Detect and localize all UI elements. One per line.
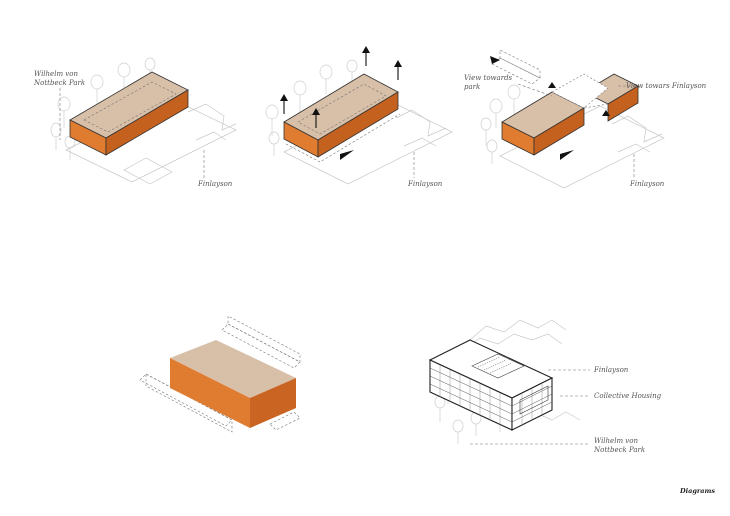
building-volume — [501, 73, 639, 156]
park-label-line2: Nottbeck Park — [33, 79, 85, 87]
building-volume — [283, 73, 401, 163]
view-park-label-line1: View towards — [464, 74, 513, 82]
park-label-line1: Wilhelm von — [594, 437, 638, 445]
panel-5-facade: Finlayson Collective Housing Wilhelm von… — [428, 319, 662, 454]
triangle-marker-icon — [490, 56, 500, 64]
view-finlayson-label: View towars Finlayson — [626, 82, 707, 90]
sheet-title: Diagrams — [679, 487, 715, 495]
panel-1-massing: Wilhelm von Nottbeck Park Finlayson — [33, 57, 237, 188]
park-label-line1: Wilhelm von — [34, 70, 78, 78]
side-face-west — [533, 107, 585, 156]
building-volume — [69, 71, 189, 156]
panel-3-views: View towards park View towars Finlayson … — [464, 49, 707, 189]
finlayson-label: Finlayson — [407, 180, 443, 188]
view-park-label-line2: park — [464, 83, 480, 91]
up-arrow-icon — [362, 46, 370, 66]
park-label-line2: Nottbeck Park — [593, 446, 645, 454]
panel-2-height: Finlayson — [265, 46, 453, 188]
context-trees — [480, 84, 521, 164]
up-arrow-icon — [280, 94, 288, 114]
collective-housing-label: Collective Housing — [594, 392, 662, 400]
panel-4-volume — [139, 315, 301, 433]
up-arrow-icon — [394, 60, 402, 80]
up-arrow-icon — [312, 108, 320, 128]
front-face — [170, 358, 250, 428]
side-face — [105, 89, 189, 156]
triangle-marker-icon — [560, 150, 574, 160]
finlayson-label: Finlayson — [593, 366, 629, 374]
context-trees — [265, 59, 358, 156]
building-outline — [428, 339, 554, 431]
triangle-marker-icon — [548, 82, 556, 88]
triangle-marker-icon — [602, 110, 610, 116]
building-volume — [170, 340, 296, 428]
opening-void — [551, 73, 609, 109]
side-face — [317, 91, 399, 158]
triangle-marker-icon — [340, 150, 354, 160]
finlayson-label: Finlayson — [197, 180, 233, 188]
finlayson-label: Finlayson — [629, 180, 665, 188]
side-face — [250, 378, 296, 428]
roof-face — [170, 340, 296, 398]
